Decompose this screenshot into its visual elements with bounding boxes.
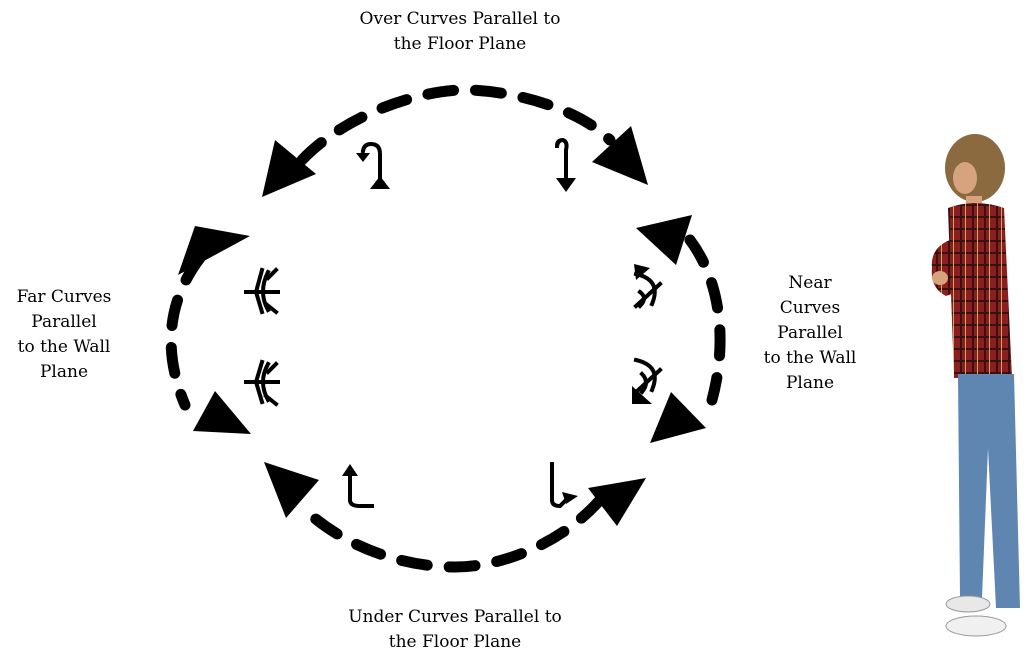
label-near-line-5: Plane <box>785 373 835 393</box>
label-far-line-2: Parallel <box>31 312 97 332</box>
label-near-curves: Near Curves Parallel to the Wall Plane <box>748 271 872 396</box>
arc-near-top-icon <box>633 264 663 309</box>
label-under-line-1: Under Curves Parallel to <box>348 607 562 627</box>
person-face <box>953 162 977 194</box>
arrowhead-top-left <box>262 140 316 197</box>
person-arms <box>931 238 1001 296</box>
arrowhead-bottom-right <box>588 478 646 526</box>
hook-curve-under-left-icon <box>342 464 374 508</box>
person-shoe-back <box>945 595 991 613</box>
arrowhead-bottom-left <box>264 462 319 518</box>
label-near-line-1: Near <box>788 273 832 293</box>
arc-far-bottom-icon <box>244 359 280 407</box>
hook-curve-over-right-icon <box>554 137 576 192</box>
label-near-line-2: Curves <box>779 298 841 318</box>
dashed-path-top <box>296 84 616 166</box>
label-under-line-2: the Floor Plane <box>388 632 522 652</box>
label-over-line-1: Over Curves Parallel to <box>359 9 561 29</box>
label-near-line-4: to the Wall <box>763 348 857 368</box>
arrowhead-left-top <box>178 226 250 275</box>
label-far-line-4: Plane <box>39 362 89 382</box>
arc-far-top-icon <box>244 267 280 315</box>
standing-person-figure <box>931 134 1020 637</box>
person-jeans <box>958 374 1020 608</box>
person-hand <box>932 271 948 285</box>
label-over-line-2: the Floor Plane <box>393 34 527 54</box>
label-far-curves: Far Curves Parallel to the Wall Plane <box>0 285 128 385</box>
dashed-path-right <box>684 234 726 406</box>
dashed-path-left <box>165 252 206 411</box>
label-far-line-1: Far Curves <box>16 287 112 307</box>
arrowhead-top-right <box>592 126 648 185</box>
arrowhead-left-bottom <box>193 391 251 434</box>
person-head <box>945 134 1005 202</box>
arrowhead-right-top <box>636 215 692 265</box>
label-far-line-3: to the Wall <box>17 337 111 357</box>
person-shoe-front <box>945 615 1007 637</box>
hook-curve-under-right-icon <box>550 462 578 509</box>
arrowhead-right-bottom <box>650 392 706 443</box>
hook-curve-over-left-icon <box>356 141 390 189</box>
label-under-curves: Under Curves Parallel to the Floor Plane <box>320 605 590 655</box>
label-over-curves: Over Curves Parallel to the Floor Plane <box>330 7 590 57</box>
dashed-path-bottom <box>294 494 606 573</box>
label-near-line-3: Parallel <box>777 323 843 343</box>
arc-near-bottom-icon <box>632 357 663 404</box>
